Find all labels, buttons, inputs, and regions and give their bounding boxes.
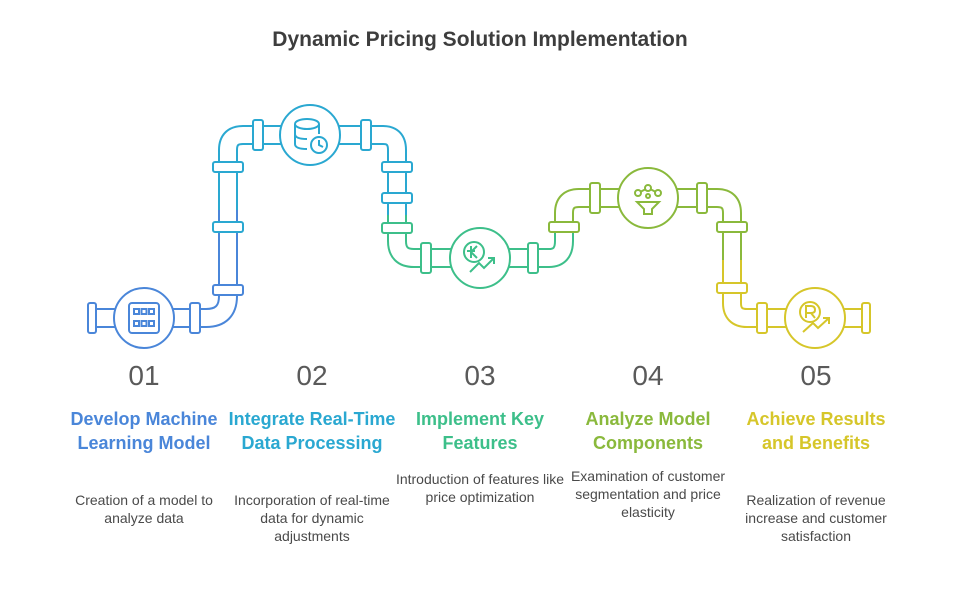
step-3-node	[449, 227, 511, 289]
step-3-description: Introduction of features like price opti…	[395, 471, 565, 505]
pipe-coupling	[381, 222, 413, 234]
currency-growth-icon	[463, 241, 495, 273]
pipe-coupling	[716, 221, 748, 233]
pipe-coupling	[420, 242, 432, 274]
pipe-coupling	[527, 242, 539, 274]
step-1-description: Creation of a model to analyze data	[75, 492, 213, 526]
step-1-number: 01	[128, 360, 160, 391]
step-5-description: Realization of revenue increase and cust…	[745, 492, 887, 544]
pipe-coupling	[716, 282, 748, 294]
step-4-node	[617, 167, 679, 229]
step-4-number: 04	[632, 360, 664, 391]
step-5-number: 05	[800, 360, 832, 391]
grid-icon	[128, 302, 160, 334]
page-title: Dynamic Pricing Solution Implementation	[272, 28, 688, 51]
pipe-coupling	[212, 221, 244, 233]
step-2-number: 02	[296, 360, 328, 391]
pipe-coupling	[381, 161, 413, 173]
step-3-heading: Implement Key Features	[415, 409, 545, 453]
step-2-heading: Integrate Real-Time Data Processing	[228, 409, 396, 453]
step-2-node	[279, 104, 341, 166]
funnel-network-icon	[634, 184, 662, 215]
step-5-node	[784, 287, 846, 349]
rupee-growth-icon	[799, 301, 830, 333]
pipe-coupling	[189, 302, 201, 334]
pipe-coupling	[87, 302, 97, 334]
pipe-coupling	[360, 119, 372, 151]
pipe-coupling	[212, 284, 244, 296]
step-5-heading: Achieve Results and Benefits	[746, 409, 886, 453]
pipe-coupling	[589, 182, 601, 214]
pipe-coupling	[756, 302, 768, 334]
step-1-heading: Develop Machine Learning Model	[70, 409, 218, 453]
step-4-description: Examination of customer segmentation and…	[570, 468, 726, 520]
pipe-coupling	[861, 302, 871, 334]
step-4-heading: Analyze Model Components	[585, 409, 711, 453]
pipe-coupling	[381, 192, 413, 204]
pipe-coupling	[252, 119, 264, 151]
database-clock-icon	[294, 118, 328, 154]
pipe-coupling	[548, 221, 580, 233]
pipe-coupling	[212, 161, 244, 173]
pipe-coupling	[696, 182, 708, 214]
step-2-description: Incorporation of real-time data for dyna…	[234, 492, 390, 544]
step-1-node	[113, 287, 175, 349]
step-3-number: 03	[464, 360, 496, 391]
